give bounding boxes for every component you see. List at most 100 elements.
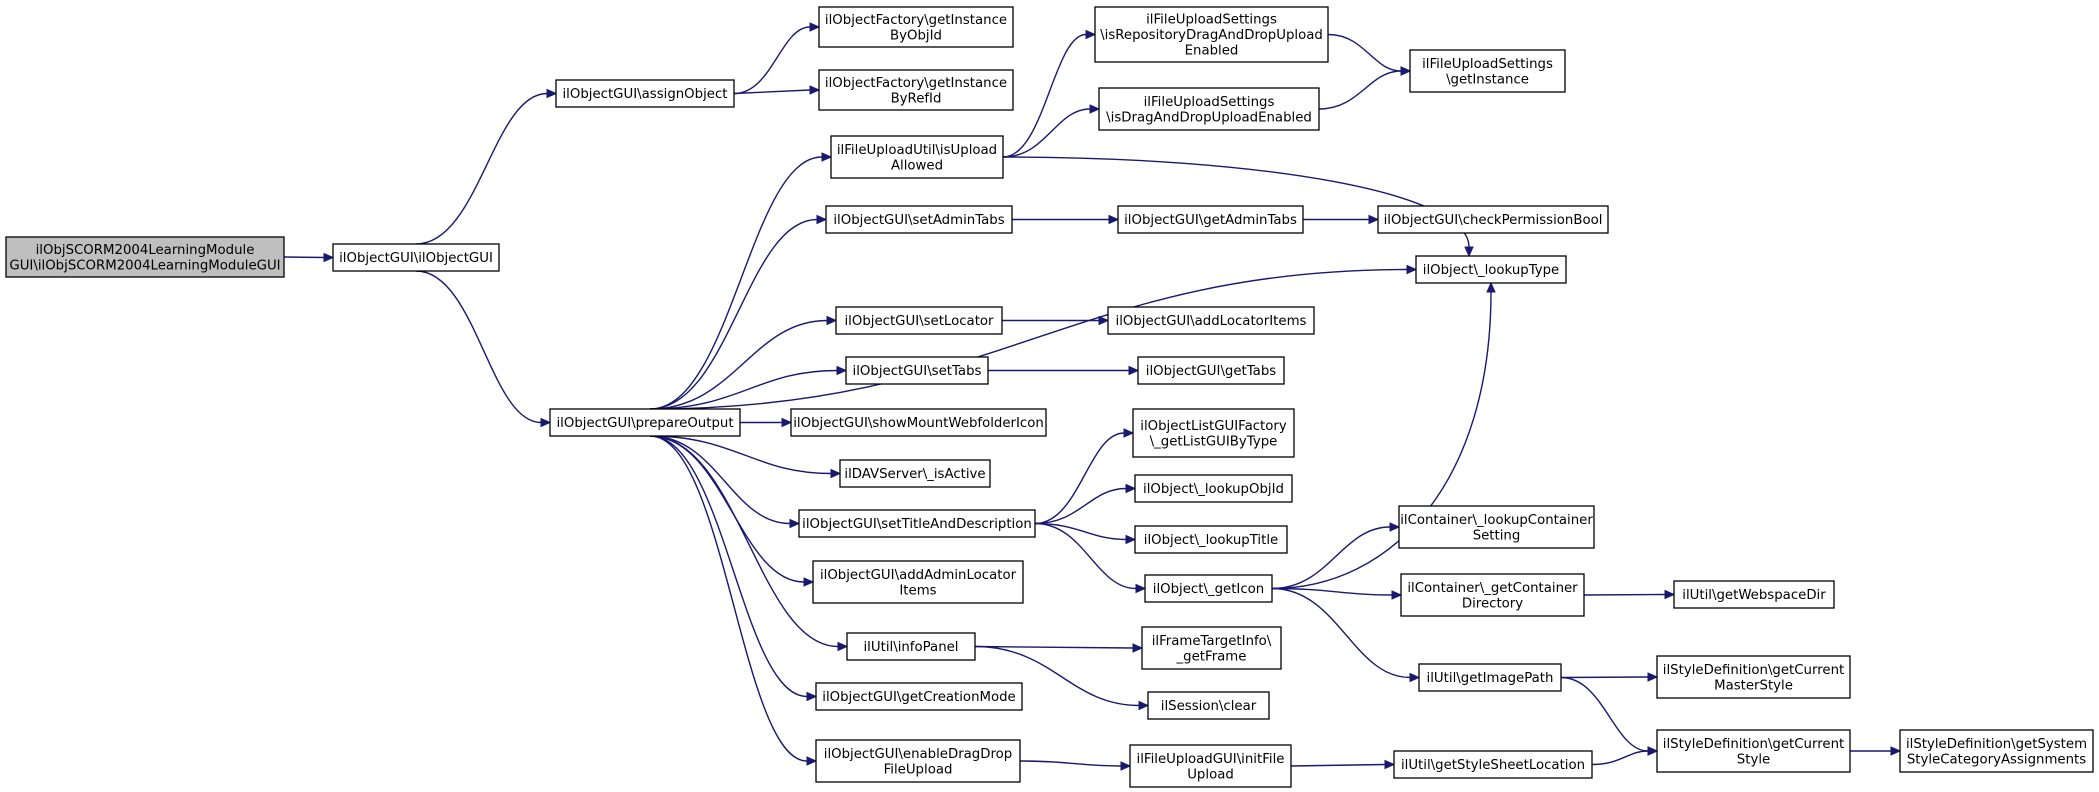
- node-dav[interactable]: ilDAVServer\_isActive: [839, 459, 991, 488]
- arrowhead: [1389, 522, 1401, 532]
- node-set-title[interactable]: ilObjectGUI\setTitleAndDescription: [798, 509, 1036, 538]
- node-label-line: ilUtil\getWebspaceDir: [1682, 588, 1826, 603]
- node-ctor[interactable]: ilObjectGUI\ilObjectGUI: [332, 243, 500, 272]
- node-box: [1098, 87, 1320, 131]
- edge-prepare-to-set-locator: [649, 319, 828, 410]
- edge-prepare-to-set-title: [649, 435, 791, 525]
- node-label-line: ilFileUploadGUI\initFile: [1137, 752, 1285, 767]
- node-box: [835, 306, 1003, 335]
- node-lookup-title[interactable]: ilObject\_lookupTitle: [1134, 525, 1288, 554]
- node-set-admin[interactable]: ilObjectGUI\setAdminTabs: [825, 205, 1013, 234]
- node-label-line: MasterStyle: [1714, 678, 1793, 693]
- node-repo-dd[interactable]: ilFileUploadSettings\isRepositoryDragAnd…: [1094, 6, 1329, 63]
- node-lookup-objid[interactable]: ilObject\_lookupObjId: [1134, 474, 1293, 503]
- node-box: [1144, 574, 1273, 603]
- node-label-line: \getInstance: [1446, 72, 1529, 87]
- node-label-line: ilStyleDefinition\getSystem: [1906, 737, 2087, 752]
- node-label-line: ilObjectGUI\setLocator: [844, 314, 994, 329]
- node-prepare[interactable]: ilObjectGUI\prepareOutput: [549, 408, 741, 437]
- node-get-tabs[interactable]: ilObjectGUI\getTabs: [1137, 356, 1285, 385]
- edge-init-file-to-stylesheet: [1290, 763, 1386, 767]
- node-box: [1132, 408, 1295, 458]
- node-box: [1656, 655, 1851, 699]
- edge-info-to-frame: [974, 645, 1134, 649]
- edge-upload-allowed-to-repo-dd: [1002, 33, 1087, 158]
- node-sys-style[interactable]: ilStyleDefinition\getSystemStyleCategory…: [1899, 729, 2094, 773]
- node-session[interactable]: ilSession\clear: [1147, 691, 1270, 720]
- edge-root-to-ctor: [283, 256, 325, 259]
- arrowhead: [1647, 746, 1659, 756]
- arrowhead: [1368, 214, 1380, 225]
- node-image-path[interactable]: ilUtil\getImagePath: [1418, 663, 1562, 692]
- node-webspace[interactable]: ilUtil\getWebspaceDir: [1673, 580, 1835, 609]
- arrowhead: [821, 152, 833, 162]
- edge-upload-allowed-to-dd-enabled: [1002, 108, 1091, 158]
- edge-assign-to-fact-ref: [733, 89, 811, 95]
- node-add-locator[interactable]: ilObjectGUI\addLocatorItems: [1107, 306, 1315, 335]
- node-lookup-type[interactable]: ilObject\_lookupType: [1415, 255, 1567, 284]
- edge-prepare-to-enable-dd: [649, 435, 808, 762]
- node-label-line: ilObjectGUI\showMountWebfolderIcon: [793, 416, 1044, 431]
- node-box: [1137, 356, 1285, 385]
- arrowhead: [1647, 672, 1659, 682]
- node-stylesheet[interactable]: ilUtil\getStyleSheetLocation: [1393, 750, 1593, 779]
- arrowhead: [1089, 104, 1101, 114]
- node-label-line: Upload: [1187, 767, 1234, 782]
- node-mount[interactable]: ilObjectGUI\showMountWebfolderIcon: [790, 408, 1047, 437]
- arrowhead: [1128, 365, 1140, 376]
- edge-prepare-to-add-admin-loc: [649, 435, 805, 583]
- node-list-gui[interactable]: ilObjectListGUIFactory\_getListGUIByType: [1132, 408, 1295, 458]
- node-box: [5, 236, 285, 278]
- arrowhead: [1890, 746, 1902, 756]
- arrowhead: [1120, 761, 1132, 771]
- node-label-line: ilObjectGUI\setTabs: [853, 364, 982, 379]
- arrowhead: [836, 365, 848, 376]
- node-get-admin[interactable]: ilObjectGUI\getAdminTabs: [1117, 205, 1304, 234]
- node-box: [1656, 729, 1851, 773]
- node-label-line: ilObjectGUI\enableDragDrop: [824, 747, 1013, 762]
- node-label-line: Items: [899, 583, 936, 598]
- node-creation[interactable]: ilObjectGUI\getCreationMode: [815, 682, 1023, 711]
- edge-stylesheet-to-style: [1591, 750, 1649, 766]
- node-box: [1393, 750, 1593, 779]
- node-box: [1117, 205, 1304, 234]
- node-info[interactable]: ilUtil\infoPanel: [846, 632, 976, 661]
- node-set-tabs[interactable]: ilObjectGUI\setTabs: [845, 356, 989, 385]
- edge-ctor-to-prepare: [415, 270, 542, 424]
- node-box: [845, 356, 989, 385]
- node-label-line: ilObjectGUI\getCreationMode: [822, 690, 1015, 705]
- arrowhead: [837, 641, 849, 652]
- node-frame[interactable]: ilFrameTargetInfo\_getFrame: [1141, 626, 1282, 670]
- node-root[interactable]: ilObjSCORM2004LearningModuleGUI\ilObjSCO…: [5, 236, 285, 278]
- arrowhead: [323, 252, 335, 263]
- node-set-locator[interactable]: ilObjectGUI\setLocator: [835, 306, 1003, 335]
- node-box: [1418, 663, 1562, 692]
- arrowhead: [830, 468, 842, 479]
- edge-set-title-to-get-icon: [1034, 522, 1137, 590]
- node-label-line: ByObjId: [890, 28, 942, 43]
- node-box: [1415, 255, 1567, 284]
- edge-set-title-to-list-gui: [1034, 432, 1125, 525]
- node-label-line: ilFrameTargetInfo\: [1152, 634, 1272, 649]
- arrowhead: [781, 417, 793, 428]
- node-box: [798, 509, 1036, 538]
- node-fus-inst[interactable]: ilFileUploadSettings\getInstance: [1409, 49, 1566, 93]
- node-get-icon[interactable]: ilObject\_getIcon: [1144, 574, 1273, 603]
- edge-dd-enabled-to-fus-inst: [1318, 70, 1402, 110]
- node-assign[interactable]: ilObjectGUI\assignObject: [555, 79, 735, 108]
- node-box: [332, 243, 500, 272]
- node-box: [825, 205, 1013, 234]
- node-check-perm[interactable]: ilObjectGUI\checkPermissionBool: [1377, 205, 1609, 234]
- node-dd-enabled[interactable]: ilFileUploadSettings\isDragAndDropUpload…: [1098, 87, 1320, 131]
